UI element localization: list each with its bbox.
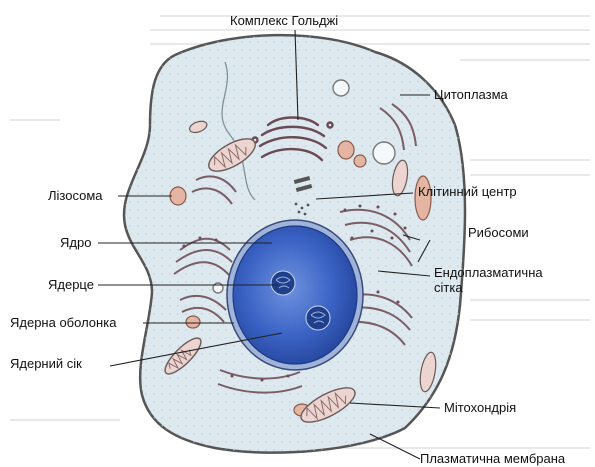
label-nucleolus: Ядерце (48, 278, 94, 292)
label-er-line1: Ендоплазматична (434, 266, 543, 280)
label-er-line2: сітка (434, 281, 463, 295)
label-lysosome: Лізосома (48, 189, 103, 203)
label-mitochondrion: Мітохондрія (444, 401, 516, 415)
label-centrosome: Клітинний центр (418, 185, 517, 199)
label-golgi: Комплекс Гольджі (230, 14, 338, 28)
label-ribosomes: Рибосоми (468, 226, 529, 240)
label-nuclear-envelope: Ядерна оболонка (10, 316, 116, 330)
label-nucleus: Ядро (60, 236, 91, 250)
label-plasma-membrane: Плазматична мембрана (420, 452, 565, 466)
label-cytoplasm: Цитоплазма (434, 88, 508, 102)
label-nuclear-sap: Ядерний сік (10, 357, 82, 371)
